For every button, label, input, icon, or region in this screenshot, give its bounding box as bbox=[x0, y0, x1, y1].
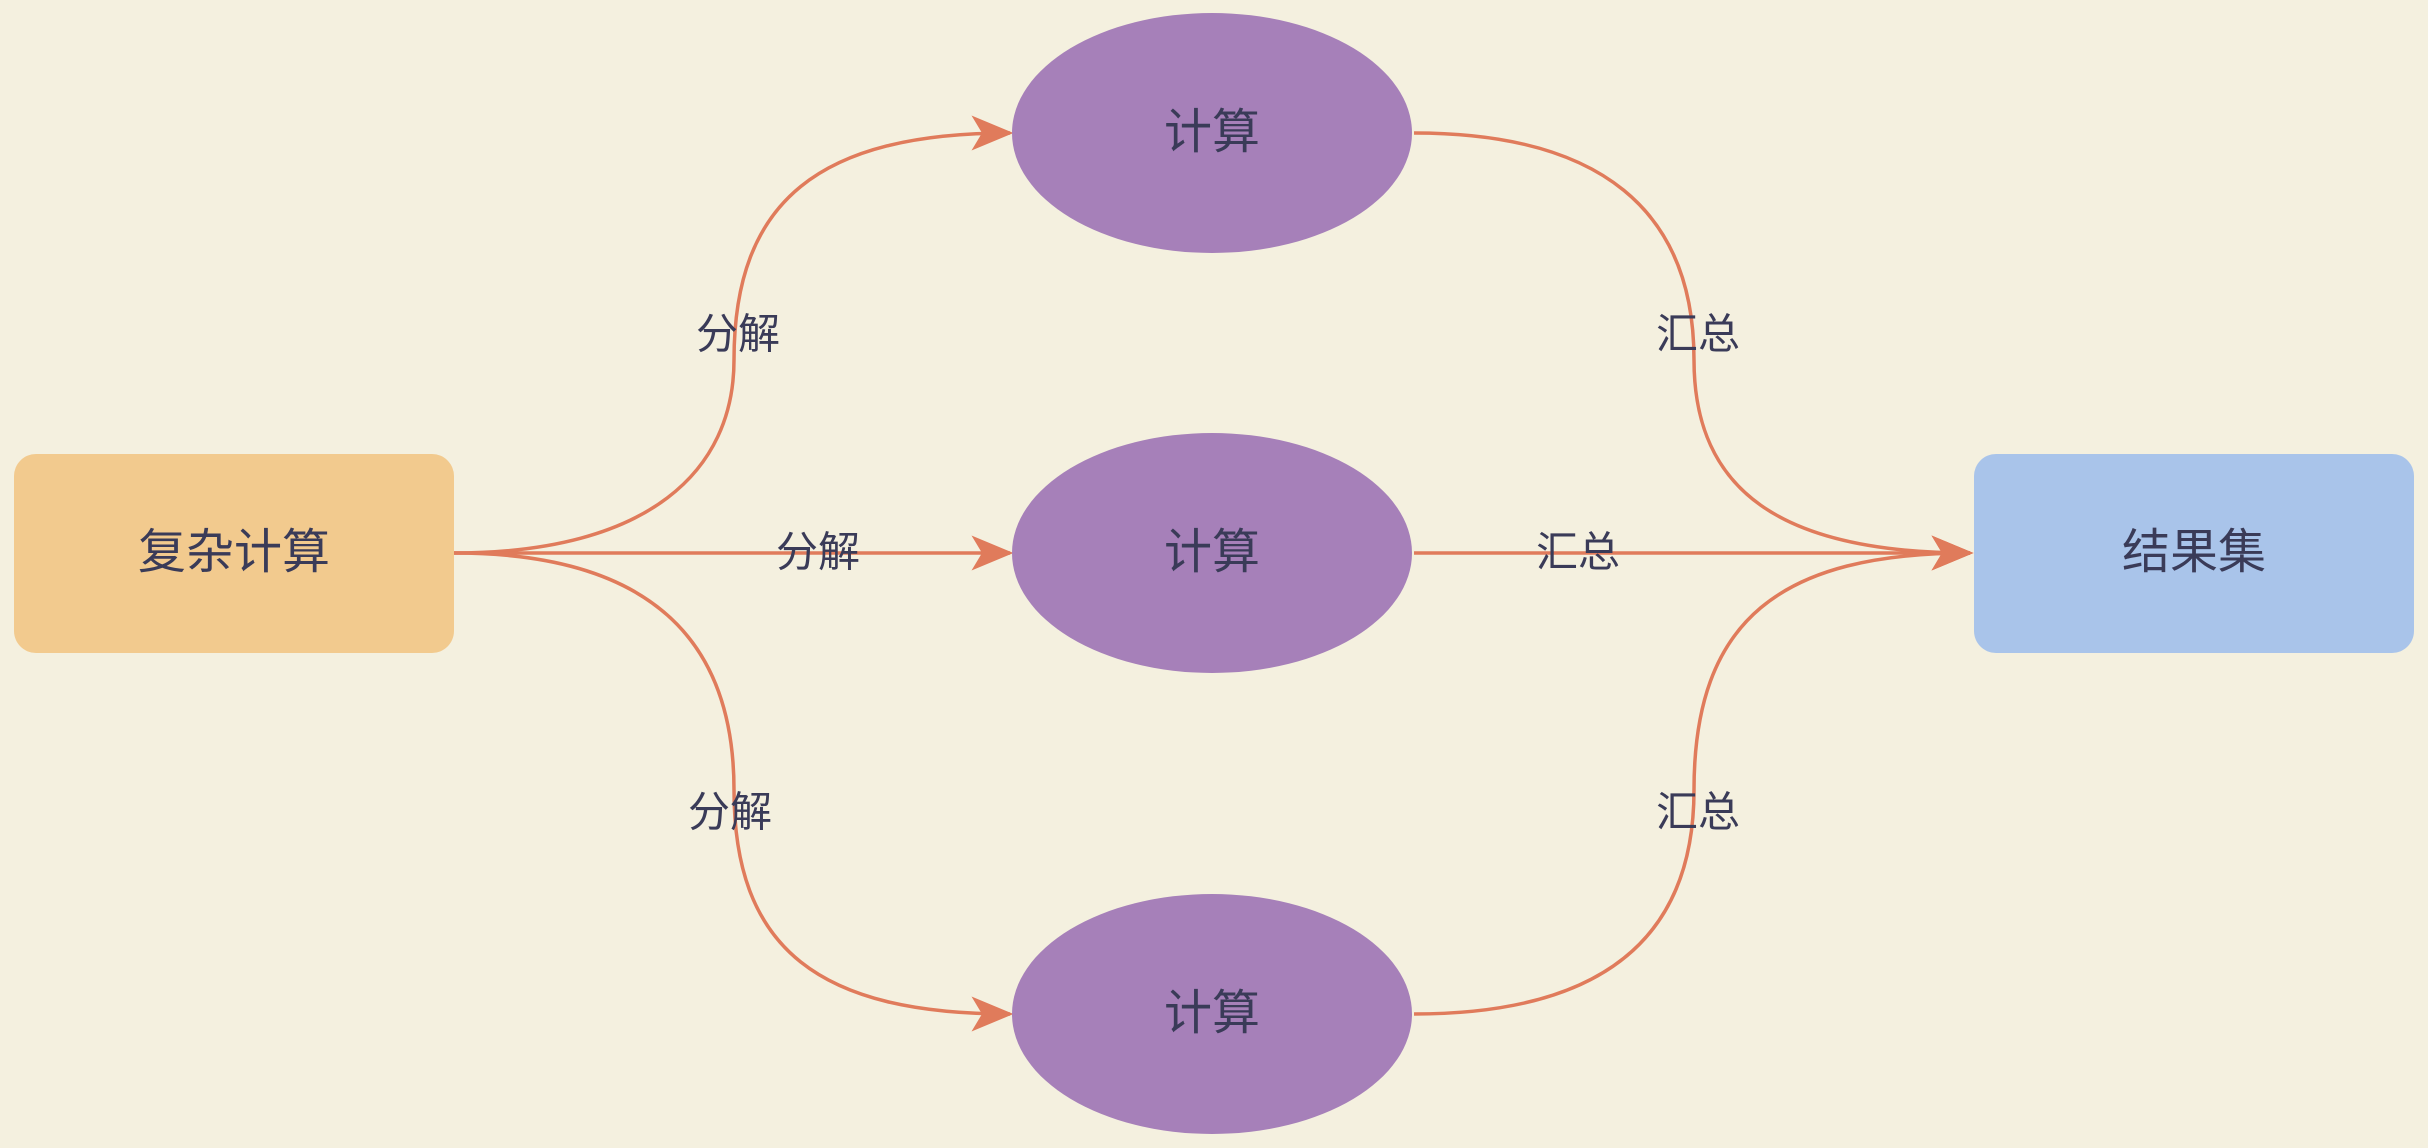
edge-label-merge-top: 汇总 bbox=[1656, 310, 1740, 359]
compute-node-top-shape bbox=[1012, 13, 1412, 253]
compute-node-middle-shape bbox=[1012, 433, 1412, 673]
edge-split-bottom bbox=[453, 551, 1014, 1032]
compute-node-top[interactable]: 计算 bbox=[1012, 13, 1412, 253]
compute-node-middle-label: 计算 bbox=[1164, 524, 1260, 580]
edge-split-top bbox=[453, 115, 1014, 555]
edge-label-split-middle: 分解 bbox=[776, 528, 860, 577]
edge-label-split-bottom: 分解 bbox=[688, 788, 772, 837]
result-node-box bbox=[1974, 454, 2414, 653]
source-node[interactable]: 复杂计算 bbox=[14, 454, 454, 653]
result-node-label: 结果集 bbox=[2122, 524, 2266, 580]
edge-merge-top bbox=[1413, 131, 1974, 571]
edge-merge-bottom bbox=[1413, 535, 1974, 1016]
compute-node-top-label: 计算 bbox=[1164, 104, 1260, 160]
edge-label-split-top: 分解 bbox=[696, 310, 780, 359]
edge-label-merge-middle: 汇总 bbox=[1536, 528, 1620, 577]
compute-node-bottom-shape bbox=[1012, 894, 1412, 1134]
compute-node-middle[interactable]: 计算 bbox=[1012, 433, 1412, 673]
compute-node-bottom-label: 计算 bbox=[1164, 985, 1260, 1041]
compute-node-bottom[interactable]: 计算 bbox=[1012, 894, 1412, 1134]
result-node[interactable]: 结果集 bbox=[1974, 454, 2414, 653]
source-node-label: 复杂计算 bbox=[138, 524, 330, 580]
source-node-box bbox=[14, 454, 454, 653]
edge-label-merge-bottom: 汇总 bbox=[1656, 788, 1740, 837]
